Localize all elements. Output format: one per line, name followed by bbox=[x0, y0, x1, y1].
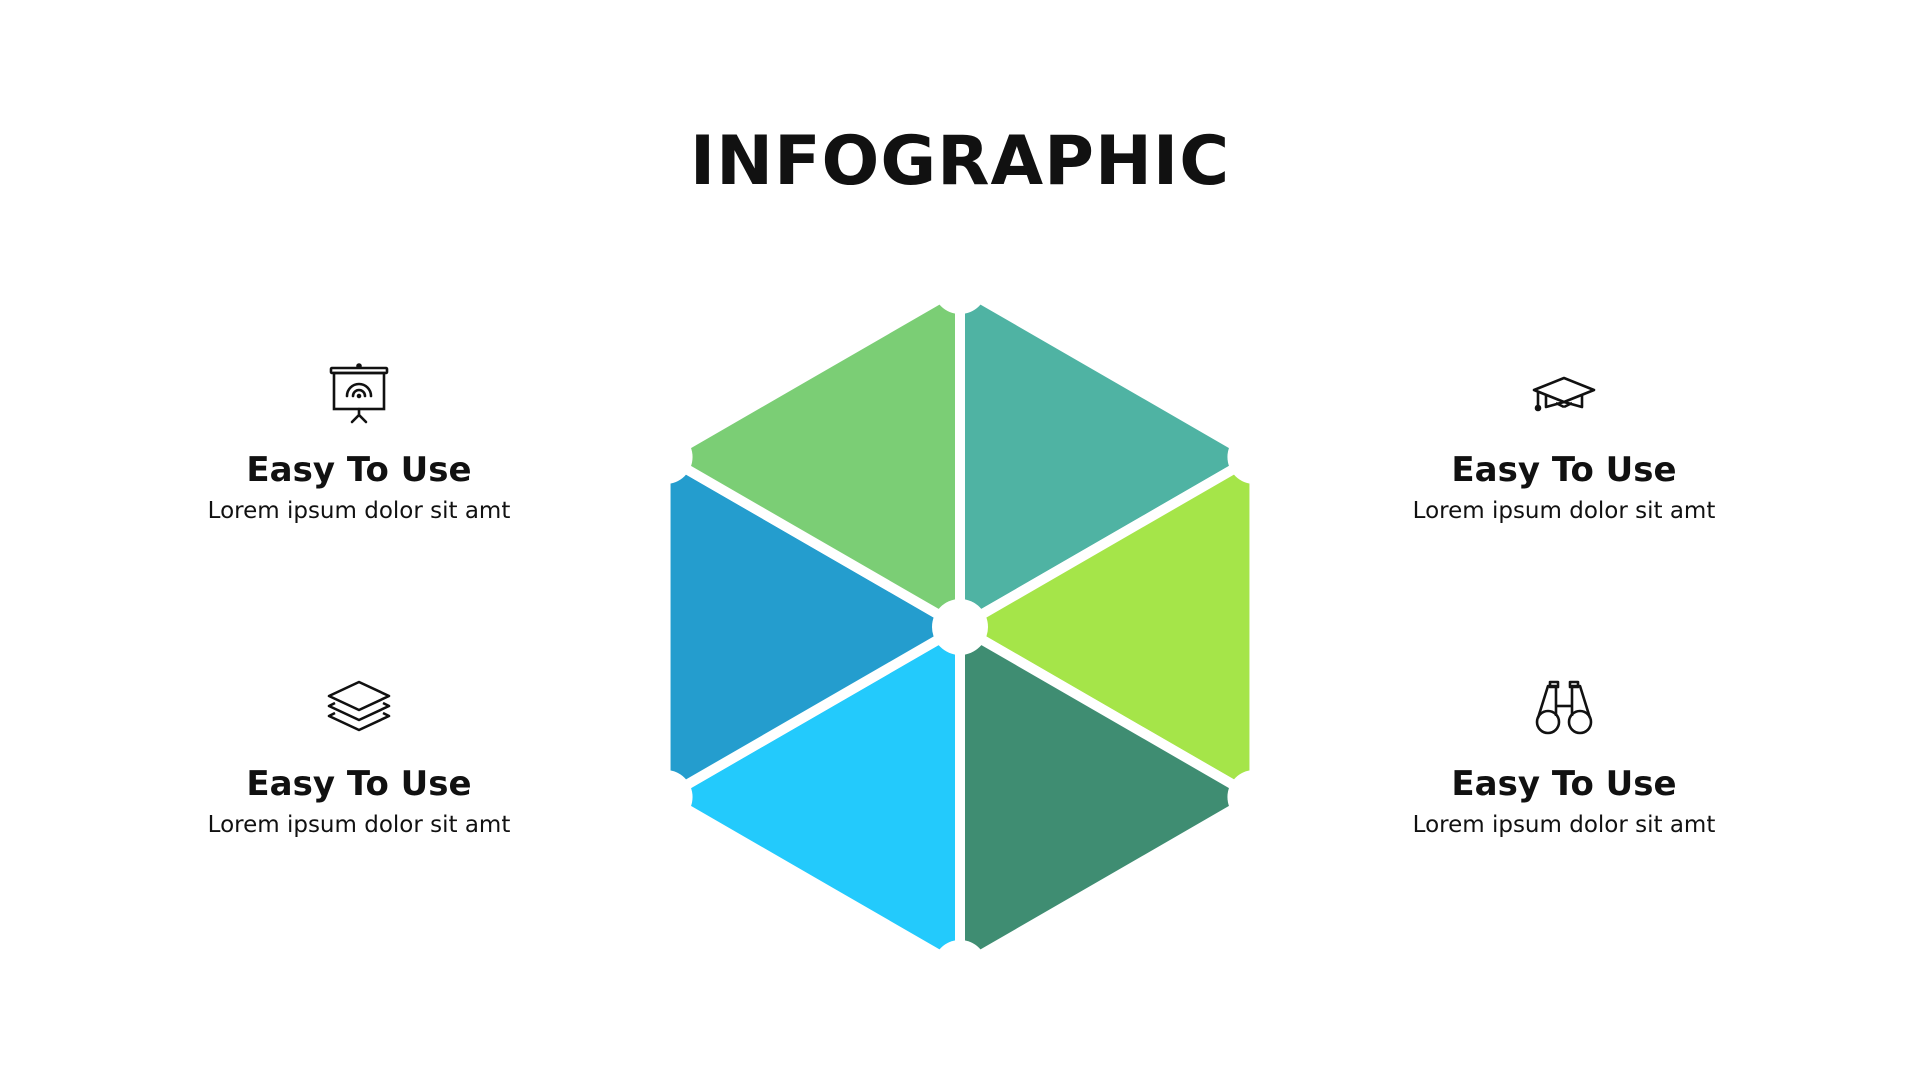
feature-item-top-left: Easy To Use Lorem ipsum dolor sit amt bbox=[159, 362, 559, 526]
feature-item-bottom-left: Easy To Use Lorem ipsum dolor sit amt bbox=[159, 676, 559, 840]
feature-text: Lorem ipsum dolor sit amt bbox=[207, 498, 511, 524]
feature-text: Lorem ipsum dolor sit amt bbox=[1412, 498, 1716, 524]
vertex-notch bbox=[1227, 430, 1282, 484]
feature-item-bottom-right: Easy To Use Lorem ipsum dolor sit amt bbox=[1364, 676, 1764, 840]
vertex-notch bbox=[638, 770, 693, 824]
feature-heading: Easy To Use bbox=[246, 764, 472, 804]
segment-top-left bbox=[660, 282, 965, 632]
vertex-notch bbox=[638, 430, 693, 484]
feature-text: Lorem ipsum dolor sit amt bbox=[1412, 812, 1716, 838]
feature-heading: Easy To Use bbox=[1451, 450, 1677, 490]
feature-heading: Easy To Use bbox=[1451, 764, 1677, 804]
page-title: INFOGRAPHIC bbox=[689, 122, 1231, 201]
graduation-cap-icon bbox=[1532, 376, 1596, 412]
vertex-notch bbox=[933, 940, 987, 994]
center-circle bbox=[932, 599, 988, 655]
feature-text: Lorem ipsum dolor sit amt bbox=[207, 812, 511, 838]
feature-heading: Easy To Use bbox=[246, 450, 472, 490]
binoculars-icon bbox=[1535, 680, 1593, 735]
vertex-notch bbox=[933, 260, 987, 314]
vertex-notch bbox=[1227, 770, 1282, 824]
presentation-screen-icon bbox=[329, 363, 389, 424]
layers-icon bbox=[327, 680, 391, 732]
feature-item-top-right: Easy To Use Lorem ipsum dolor sit amt bbox=[1364, 362, 1764, 526]
